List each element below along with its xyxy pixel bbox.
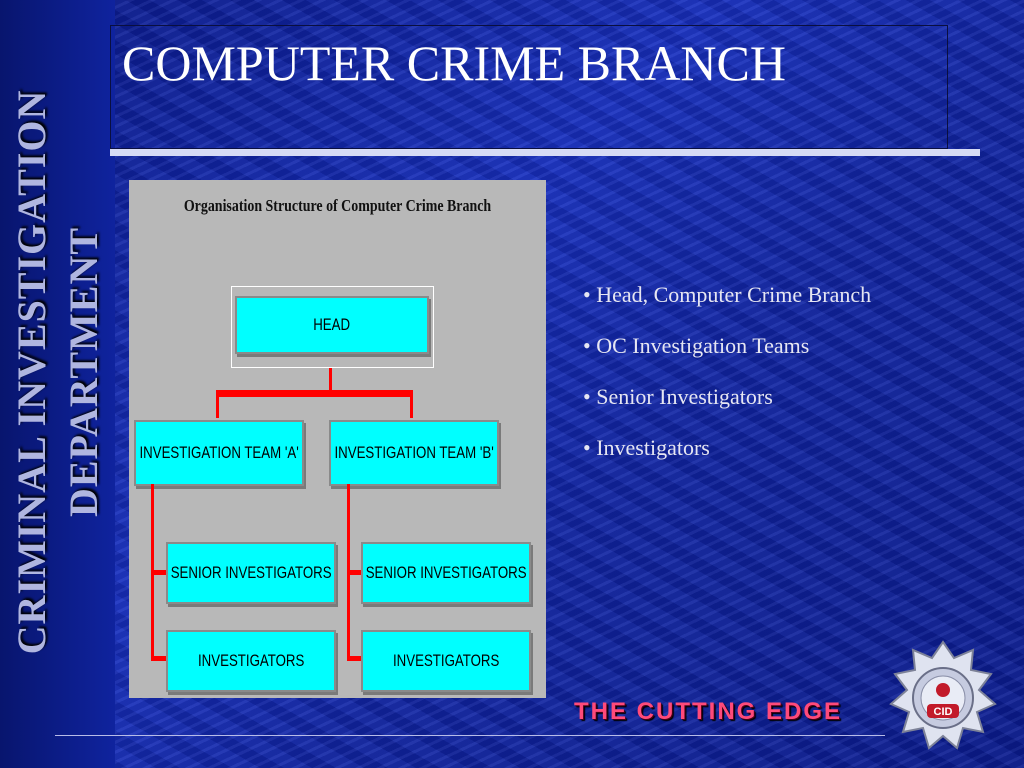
investigators-a-box: INVESTIGATORS bbox=[166, 630, 336, 692]
senior-b-label: SENIOR INVESTIGATORS bbox=[365, 563, 527, 582]
connector-head-vertical bbox=[329, 368, 332, 392]
bullet-item: • OC Investigation Teams bbox=[583, 333, 810, 358]
investigators-b-box: INVESTIGATORS bbox=[361, 630, 531, 692]
badge-label: CID bbox=[934, 706, 953, 718]
head-box: HEAD bbox=[235, 296, 429, 354]
team-a-box: INVESTIGATION TEAM 'A' bbox=[134, 420, 304, 486]
badge-crest bbox=[936, 683, 950, 697]
team-b-label: INVESTIGATION TEAM 'B' bbox=[334, 443, 494, 462]
badge-label-plate bbox=[927, 704, 959, 718]
inv-a-label: INVESTIGATORS bbox=[197, 651, 305, 670]
connector-senior-b bbox=[347, 570, 362, 575]
org-chart-title: Organisation Structure of Computer Crime… bbox=[183, 196, 492, 215]
connector-team-bar bbox=[216, 390, 413, 397]
inv-b-label: INVESTIGATORS bbox=[392, 651, 500, 670]
org-chart-panel: Organisation Structure of Computer Crime… bbox=[129, 180, 546, 698]
title-box bbox=[110, 25, 948, 149]
side-strip bbox=[0, 0, 115, 768]
title-rule bbox=[110, 149, 980, 156]
bullet-list: • Head, Computer Crime Branch • OC Inves… bbox=[583, 282, 871, 486]
connector-team-a bbox=[216, 392, 219, 418]
senior-a-label: SENIOR INVESTIGATORS bbox=[170, 563, 332, 582]
police-star-badge-icon: CID bbox=[888, 630, 998, 760]
senior-investigators-a-box: SENIOR INVESTIGATORS bbox=[166, 542, 336, 604]
bullet-item: • Senior Investigators bbox=[583, 384, 773, 409]
connector-inv-a bbox=[151, 656, 166, 661]
slide-title: COMPUTER CRIME BRANCH bbox=[122, 35, 786, 91]
connector-inv-b bbox=[347, 656, 362, 661]
connector-team-b bbox=[410, 392, 413, 418]
department-title-line2: DEPARTMENT bbox=[61, 226, 106, 518]
bullet-item: • Head, Computer Crime Branch bbox=[583, 282, 872, 307]
bullet-item: • Investigators bbox=[583, 435, 710, 460]
tagline: THE CUTTING EDGE bbox=[574, 698, 843, 725]
team-b-box: INVESTIGATION TEAM 'B' bbox=[329, 420, 499, 486]
senior-investigators-b-box: SENIOR INVESTIGATORS bbox=[361, 542, 531, 604]
connector-senior-a bbox=[151, 570, 166, 575]
head-box-frame bbox=[231, 286, 434, 368]
head-box-label: HEAD bbox=[313, 315, 351, 334]
department-title: CRIMINAL INVESTIGATION DEPARTMENT bbox=[6, 52, 110, 692]
department-title-line1: CRIMINAL INVESTIGATION bbox=[9, 89, 54, 655]
team-a-label: INVESTIGATION TEAM 'A' bbox=[139, 443, 299, 462]
bottom-rule bbox=[55, 735, 885, 736]
